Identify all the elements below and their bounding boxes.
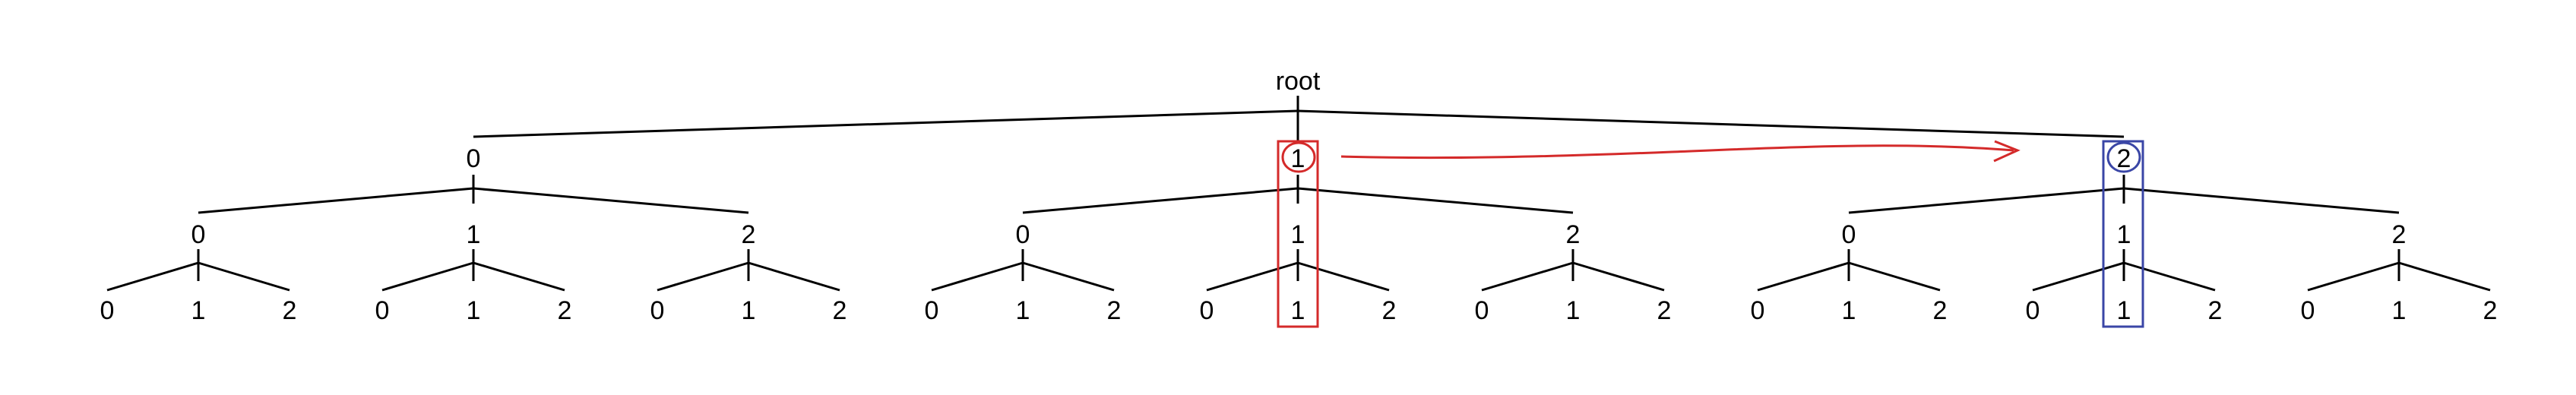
red-annotation (1277, 140, 2021, 328)
leaf-0-2-2: 2 (833, 296, 847, 325)
node-l2-1-1: 1 (1291, 220, 1305, 249)
leaf-2-0-0: 0 (1751, 296, 1765, 325)
node-l2-1-2: 2 (1566, 220, 1581, 249)
leaf-2-1-2: 2 (2208, 296, 2223, 325)
node-l2-2-1: 1 (2117, 220, 2131, 249)
tree-edge (1022, 261, 1115, 292)
tree-edge (2307, 261, 2400, 292)
node-l2-2-2: 2 (2392, 220, 2407, 249)
root-label: root (1276, 67, 1321, 96)
tree-edge (1297, 187, 1574, 214)
node-l2-1-0: 0 (1016, 220, 1030, 249)
tree-edge (1848, 261, 1941, 292)
tree-edge (106, 261, 199, 292)
tree-edge (473, 187, 749, 214)
node-l2-0-0: 0 (191, 220, 206, 249)
leaf-1-1-2: 2 (1382, 296, 1397, 325)
tree-edge (198, 261, 290, 292)
leaf-2-2-1: 1 (2392, 296, 2407, 325)
leaf-2-2-2: 2 (2483, 296, 2498, 325)
tree-edge (1297, 109, 2125, 138)
leaf-1-1-1: 1 (1291, 296, 1305, 325)
tree-edge (473, 109, 1299, 138)
tree-edge (1022, 187, 1299, 214)
red-highlight-box (1277, 140, 1319, 328)
tree-edge (657, 261, 749, 292)
tree-edge (198, 187, 474, 214)
tree-edge (1848, 187, 2125, 214)
red-circle-marker (1281, 141, 1316, 173)
tree-edge (2032, 261, 2125, 292)
node-l2-2-0: 0 (1842, 220, 1856, 249)
tree-edge (931, 261, 1024, 292)
tree-edge (1206, 261, 1299, 292)
leaf-2-1-0: 0 (2026, 296, 2040, 325)
leaf-0-1-1: 1 (467, 296, 481, 325)
leaf-2-0-2: 2 (1933, 296, 1948, 325)
node-l2-0-2: 2 (742, 220, 756, 249)
tree-labels: root 0 1 2 0 1 2 0 1 2 0 1 2 0 1 2 0 1 2… (100, 67, 2498, 325)
blue-highlight-box (2102, 140, 2144, 328)
leaf-2-1-1: 1 (2117, 296, 2131, 325)
leaf-1-0-1: 1 (1016, 296, 1030, 325)
leaf-0-0-1: 1 (191, 296, 206, 325)
leaf-1-1-0: 0 (1200, 296, 1214, 325)
leaf-1-0-2: 2 (1107, 296, 1122, 325)
blue-annotation (2102, 140, 2144, 328)
leaf-1-2-0: 0 (1475, 296, 1489, 325)
leaf-2-0-1: 1 (1842, 296, 1856, 325)
leaf-0-2-1: 1 (742, 296, 756, 325)
leaf-0-1-0: 0 (375, 296, 390, 325)
leaf-0-1-2: 2 (558, 296, 572, 325)
tree-edge (2398, 261, 2491, 292)
node-l1-1: 1 (1291, 144, 1305, 173)
tree-edge (381, 261, 474, 292)
leaf-2-2-0: 0 (2301, 296, 2315, 325)
tree-edge (1481, 261, 1574, 292)
tree-edge (1757, 261, 1850, 292)
node-l1-0: 0 (467, 144, 481, 173)
tree-edge (1572, 261, 1665, 292)
tree-edge (2123, 187, 2400, 214)
red-arrow-head (1993, 140, 2021, 163)
tree-edge (2123, 261, 2216, 292)
node-l2-0-1: 1 (467, 220, 481, 249)
red-arrow-line (1340, 144, 2014, 160)
leaf-0-0-2: 2 (283, 296, 297, 325)
leaf-0-2-0: 0 (650, 296, 665, 325)
leaf-1-2-2: 2 (1657, 296, 1672, 325)
leaf-0-0-0: 0 (100, 296, 115, 325)
tree-edge (473, 261, 565, 292)
tree-edges (106, 96, 2491, 292)
leaf-1-0-0: 0 (925, 296, 939, 325)
leaf-1-2-1: 1 (1566, 296, 1581, 325)
tree-edge (748, 261, 840, 292)
tree-edge (1297, 261, 1390, 292)
blue-circle-marker (2106, 141, 2141, 173)
node-l1-2: 2 (2117, 144, 2131, 173)
